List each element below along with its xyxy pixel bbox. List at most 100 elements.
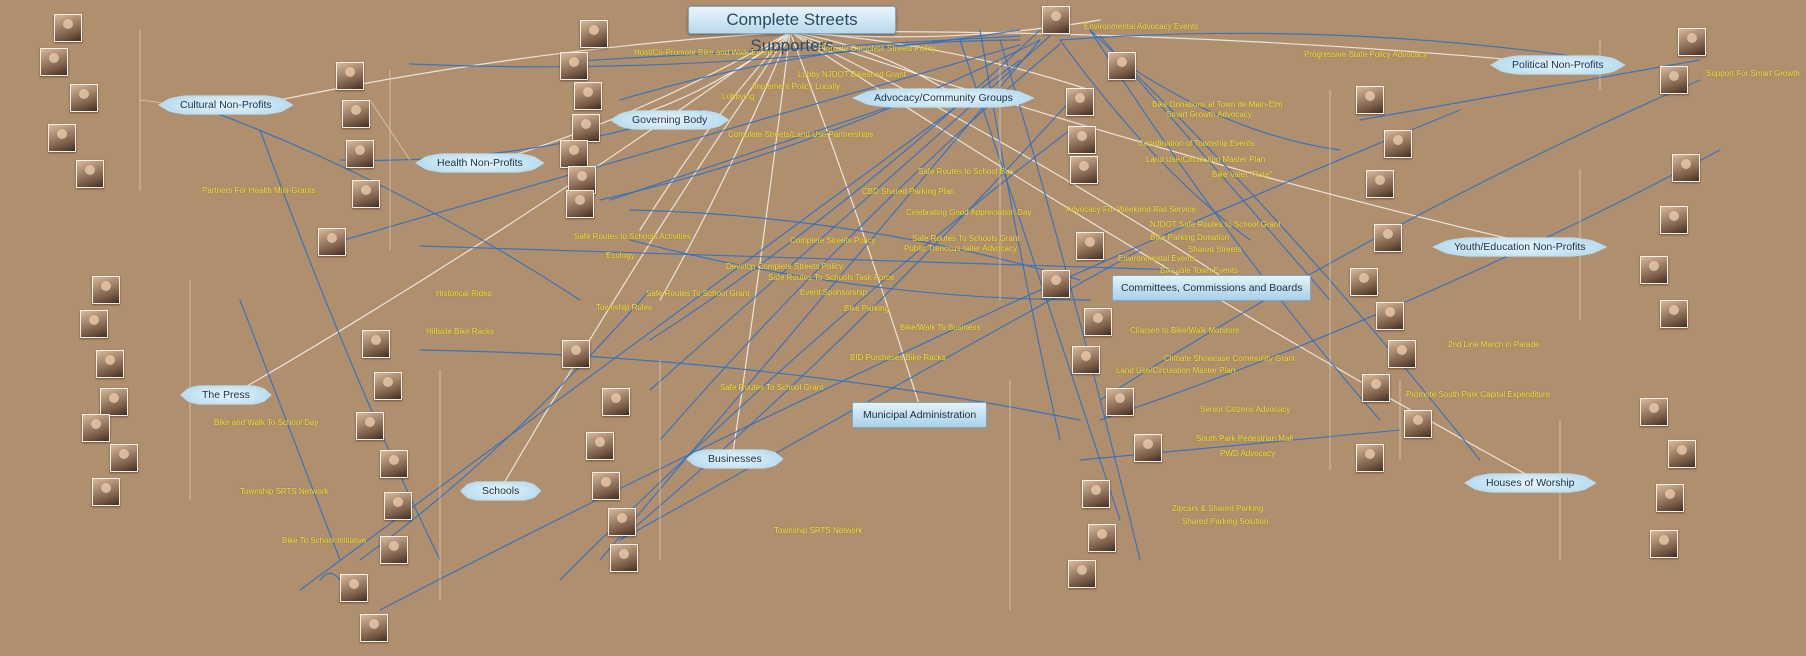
member-photo [362, 330, 390, 358]
edge-label: CBD Shared Parking Plan [862, 187, 955, 196]
member-photo [1088, 524, 1116, 552]
edge-label: Safe Routes To School Grant [720, 383, 824, 392]
edge-label: Support For Smart Growth [1706, 69, 1800, 78]
connector-line [649, 35, 1051, 391]
member-photo [356, 412, 384, 440]
member-photo [48, 124, 76, 152]
connector-line [731, 31, 791, 460]
member-photo [1660, 66, 1688, 94]
member-photo [560, 140, 588, 168]
connector-line [499, 31, 791, 491]
hub-governing-body[interactable]: Governing Body [610, 110, 730, 130]
member-photo [574, 82, 602, 110]
member-photo [342, 100, 370, 128]
hub-houses-of-worship[interactable]: Houses of Worship [1464, 473, 1597, 493]
member-photo [1084, 308, 1112, 336]
connector-line [629, 239, 1091, 301]
edge-label: Celebrating Good Appreciation Day [906, 208, 1032, 217]
connector-line [491, 31, 791, 163]
connector-line [1089, 29, 1381, 421]
edge-label: Event Sponsorship [800, 288, 868, 297]
member-photo [1660, 300, 1688, 328]
edge-label: Climate Showcase Community Grant [1164, 354, 1296, 363]
connector-line [259, 129, 441, 561]
member-photo [566, 190, 594, 218]
connector-line [789, 31, 1561, 65]
hub-youth-education-non-profits[interactable]: Youth/Education Non-Profits [1432, 237, 1608, 257]
member-photo [1668, 440, 1696, 468]
member-photo [1404, 410, 1432, 438]
edge-label: Township Rules [596, 303, 653, 312]
connection-lines [139, 19, 1721, 611]
connector-line [1059, 39, 1251, 241]
member-photo [1350, 268, 1378, 296]
member-photo [54, 14, 82, 42]
edge-label: Implement Policy Locally [752, 82, 841, 91]
member-photo [76, 160, 104, 188]
edge-label: Develop Complete Streets Policy [726, 262, 843, 271]
edge-label: Environmental Advocacy Events [1084, 22, 1199, 31]
connector-line [559, 129, 1071, 581]
member-photo [1356, 86, 1384, 114]
member-photo [1072, 346, 1100, 374]
edge-label: Bike Parking [844, 304, 889, 313]
edge-label: Township SRTS Network [774, 526, 863, 535]
page-title: Complete Streets Supporters [688, 6, 896, 55]
member-photo [336, 62, 364, 90]
edge-label: Complete Streets/Land Use Partnerships [728, 130, 874, 139]
member-photo [92, 276, 120, 304]
edge-label: Promote South Park Capital Expenditure [1406, 390, 1551, 399]
member-photo [1070, 156, 1098, 184]
edge-label: Safe Routes To School Grant [646, 289, 750, 298]
member-photo [1374, 224, 1402, 252]
edge-label: Historical Rides [436, 289, 492, 298]
member-photo [70, 84, 98, 112]
edge-label: South Park Pedestrian Mall [1196, 434, 1293, 443]
connector-line [619, 39, 1021, 101]
hub-municipal-administration[interactable]: Municipal Administration [852, 402, 988, 428]
member-photo [1640, 398, 1668, 426]
member-photo [1656, 484, 1684, 512]
member-photo [340, 574, 368, 602]
connector-line [789, 31, 961, 99]
hub-schools[interactable]: Schools [460, 481, 542, 501]
hub-the-press[interactable]: The Press [180, 385, 272, 405]
edge-label: BID Purchases Bike Racks [850, 353, 946, 362]
connector-line [789, 31, 1091, 91]
hub-political-non-profits[interactable]: Political Non-Profits [1490, 55, 1626, 75]
member-photo [610, 544, 638, 572]
edge-label: Lobby NJDOT Bikeshed Grant [798, 70, 906, 79]
connector-line [599, 39, 1041, 201]
edge-label: Safe Routes To Schools Task Force [768, 273, 895, 282]
hub-cultural-non-profits[interactable]: Cultural Non-Profits [158, 95, 294, 115]
member-photo [1362, 374, 1390, 402]
edge-label: Lobbying [722, 92, 755, 101]
member-photo [1678, 28, 1706, 56]
edge-label: 2nd Line March in Parade [1448, 340, 1540, 349]
hub-health-non-profits[interactable]: Health Non-Profits [415, 153, 545, 173]
edge-label: Cl/arsen to Bike/Walk Monitors [1130, 326, 1240, 335]
member-photo [1082, 480, 1110, 508]
member-photo [602, 388, 630, 416]
member-photo [580, 20, 608, 48]
edge-label: Senior Citizens Advocacy [1200, 405, 1291, 414]
member-photo [560, 52, 588, 80]
hub-advocacy-community-groups[interactable]: Advocacy/Community Groups [852, 88, 1035, 108]
hub-committees-commissions-boards[interactable]: Committees, Commissions and Boards [1112, 275, 1312, 301]
hub-businesses[interactable]: Businesses [686, 449, 784, 469]
connector-line [229, 31, 791, 397]
edge-label: Bike Valet "Rate" [1212, 170, 1273, 179]
member-photo [1134, 434, 1162, 462]
edge-label: Bike Donations at Town de Main-Elm [1152, 100, 1283, 109]
edge-label: Partners For Health Mini-Grants [202, 186, 316, 195]
member-photo [1640, 256, 1668, 284]
edge-label: Safe Routes to Schools Activities [574, 232, 691, 241]
edge-label: Bike/Walk To Business [900, 323, 981, 332]
connector-line [1059, 32, 1601, 61]
connector-line [1359, 59, 1701, 121]
edge-label: Safe Routes To Schools Grant [912, 234, 1020, 243]
member-photo [1106, 388, 1134, 416]
edge-label: Township SRTS Network [240, 487, 329, 496]
member-photo [1108, 52, 1136, 80]
edge-label: Bike and Walk To School Day [214, 418, 319, 427]
